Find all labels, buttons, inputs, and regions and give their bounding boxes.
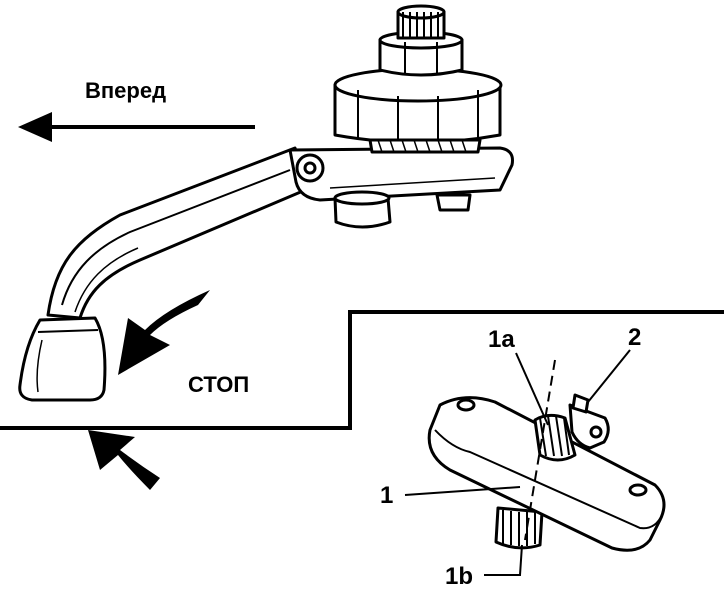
pawl bbox=[568, 403, 610, 450]
forward-label: Вперед bbox=[85, 78, 166, 103]
top-nut bbox=[378, 38, 464, 77]
forward-arrow bbox=[18, 112, 255, 142]
kick-lever-assembly bbox=[18, 4, 514, 402]
foot-pedal bbox=[18, 316, 107, 402]
leader-lines bbox=[404, 349, 631, 576]
lever-arm bbox=[46, 146, 312, 320]
stop-label: СТОП bbox=[188, 372, 249, 397]
stop-arrow bbox=[118, 290, 210, 375]
part-1b-label: 1b bbox=[445, 563, 473, 590]
lever-clamp bbox=[288, 146, 514, 202]
part-2-label: 2 bbox=[628, 324, 641, 351]
part-1-label: 1 bbox=[380, 482, 393, 509]
lever-nut bbox=[333, 196, 392, 229]
return-arrow bbox=[88, 430, 160, 490]
part-1a-label: 1a bbox=[488, 326, 515, 353]
stop-outline bbox=[0, 310, 724, 430]
ratchet-disc-assembly bbox=[427, 393, 666, 552]
disc-axis bbox=[524, 359, 556, 541]
